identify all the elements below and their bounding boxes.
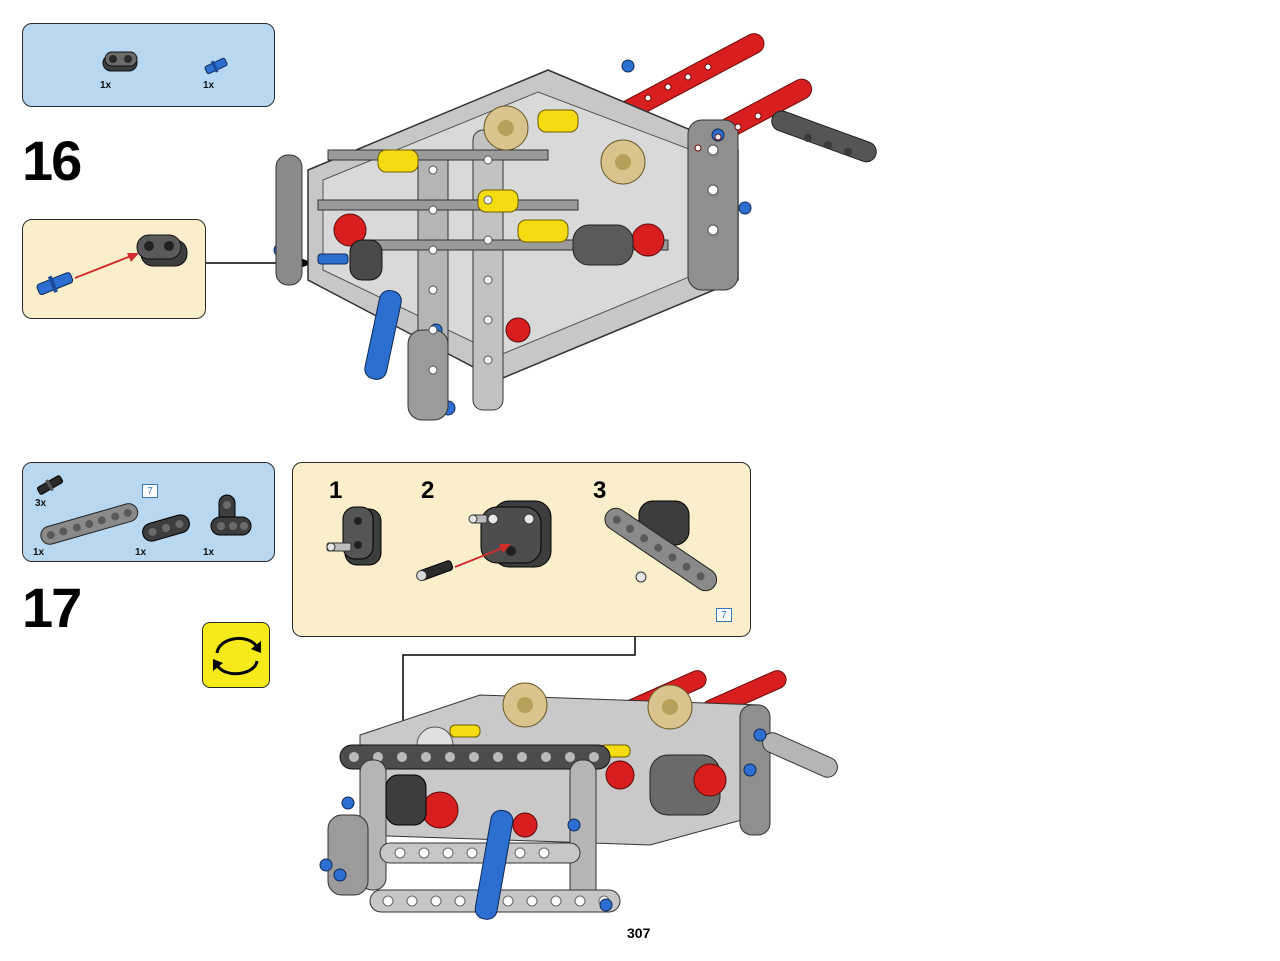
substep-2-illustration [416,500,552,582]
black-axle-connector-icon [102,51,138,72]
rotate-model-icon [213,637,261,676]
step16-parts-list: 1x 1x [22,23,275,107]
step17-callout: 1 2 3 7 [292,462,751,637]
black-liftarm-3-icon [142,514,190,542]
substep-3-number: 3 [593,477,607,504]
step16-callout [22,219,206,319]
grey-liftarm-7-icon [40,503,139,545]
step-16-number: 16 [22,129,82,192]
part-quantity: 1x [100,80,112,91]
black-pin-with-axle-icon [36,475,64,495]
length-tag: 7 [716,608,732,622]
substep-1-number: 1 [329,477,343,504]
page-number: 307 [627,925,651,941]
step17-model-illustration [319,670,838,920]
part-quantity: 3x [35,498,47,509]
part-quantity: 1x [33,547,45,558]
length-tag: 7 [142,484,158,498]
blue-axle-pin-icon [204,57,228,75]
part-quantity: 1x [203,80,215,91]
step-17-number: 17 [22,576,82,639]
rotate-model-button [202,622,270,688]
part-quantity: 1x [135,547,147,558]
step16-model-illustration [273,33,877,421]
step17-parts-list: 3x 7 1x 1x 1x [22,462,275,562]
substep-2-number: 2 [421,477,435,504]
black-t-liftarm-icon [210,494,252,536]
part-quantity: 1x [203,547,215,558]
substep-3-illustration [604,500,718,592]
substep-1-illustration [326,506,382,566]
axle-pin-assembly-illustration [36,234,188,295]
